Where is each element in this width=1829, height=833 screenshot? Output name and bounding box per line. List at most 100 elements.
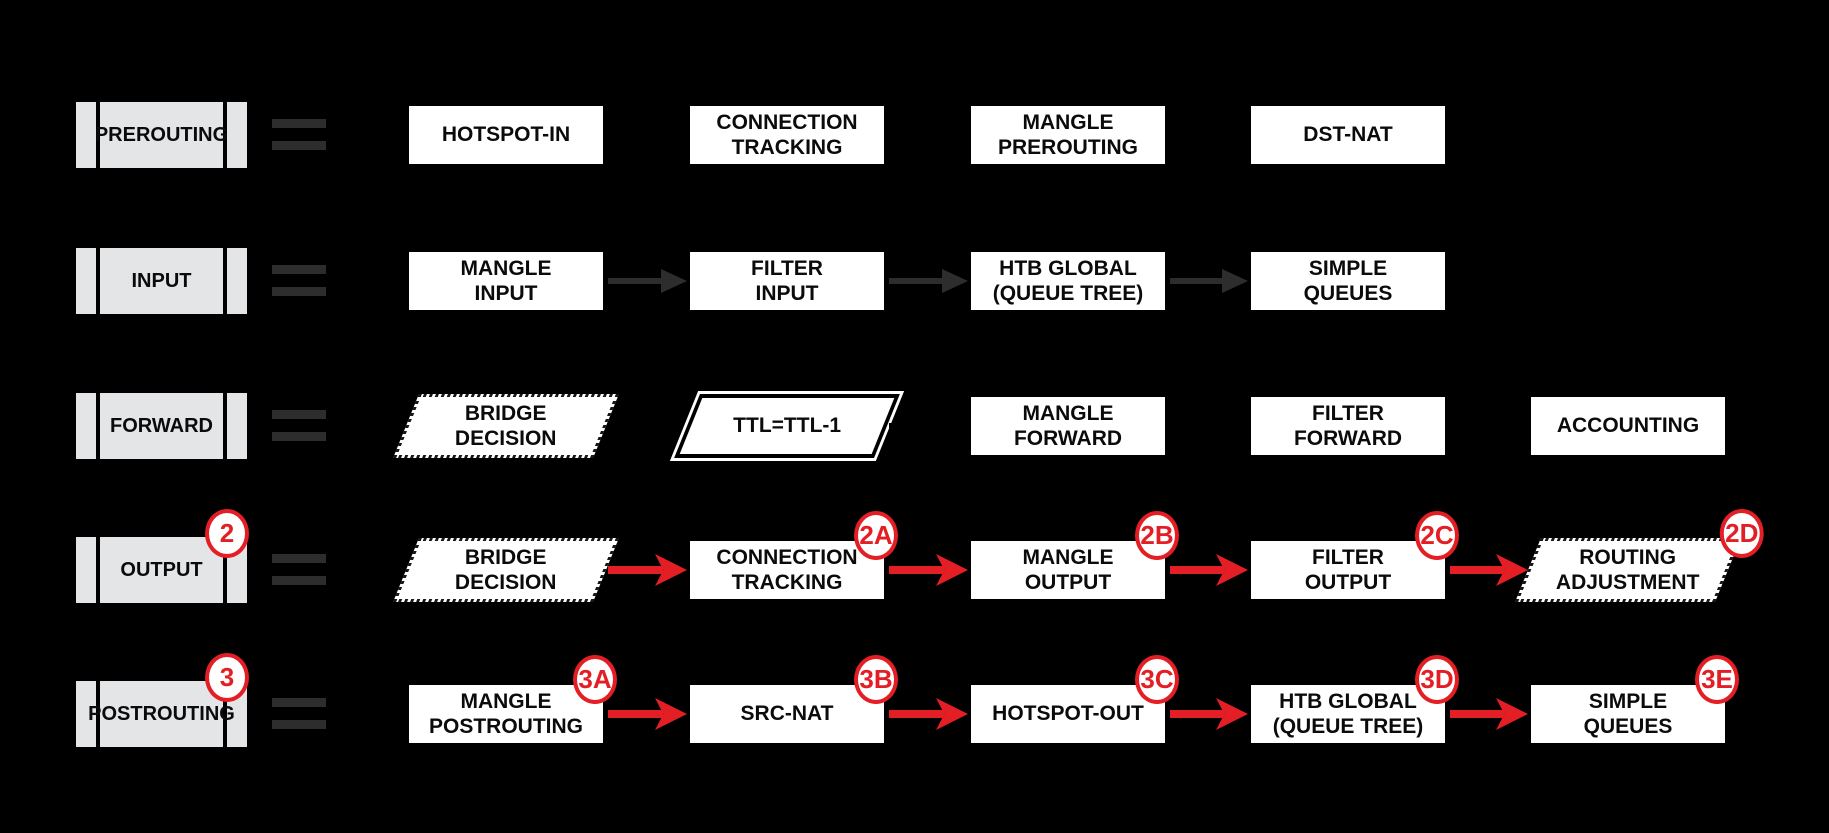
node-connection-tracking-output: CONNECTION TRACKING 2A [687,511,898,602]
arrow-shaft [889,566,944,574]
node-htb-global-postrouting: HTB GLOBAL (QUEUE TREE) 3D [1248,655,1459,746]
node-label: MANGLE INPUT [460,256,552,305]
arrow-shaft [1170,278,1228,284]
flow-arrow-hidden [889,410,968,442]
arrow-shaft [1450,710,1504,718]
arrow-shaft [889,710,944,718]
equals-bar [272,554,326,563]
chain-box-input: INPUT [73,245,250,317]
arrow-head [942,123,968,147]
node-mangle-output: MANGLE OUTPUT 2B [968,511,1179,602]
node-label: DST-NAT [1303,123,1393,147]
node-accounting: ACCOUNTING [1528,394,1728,458]
flow-arrow-dark [1170,265,1248,297]
arrow-shaft [1170,132,1228,138]
arrow-shaft [608,423,667,429]
flow-arrow-red [1170,698,1248,730]
equals-bar [272,576,326,585]
flow-arrow-dark [889,265,968,297]
arrow-head [1502,414,1528,438]
node-label: TTL=TTL-1 [733,414,841,438]
arrow-shaft [1450,423,1508,429]
chain-box-output: OUTPUT 2 [73,509,250,606]
node-label: HTB GLOBAL (QUEUE TREE) [1272,689,1424,738]
node-label: HOTSPOT-IN [441,123,571,147]
chain-label-forward: FORWARD [110,415,213,437]
arrow-head [1222,414,1248,438]
equals-bar [272,410,326,419]
flow-arrow-red [1450,698,1528,730]
arrow-shaft [608,710,663,718]
equals-bar [272,265,326,274]
node-label: FILTER INPUT [751,256,823,305]
equals-sign-input [272,265,326,296]
arrow-shaft [889,423,948,429]
arrow-head [661,269,687,293]
equals-bar [272,119,326,128]
step-badge-2c: 2C [1415,511,1459,560]
arrow-head [1222,123,1248,147]
node-filter-input: FILTER INPUT [687,249,887,313]
flow-arrow-red [608,554,687,586]
step-badge-2b: 2B [1135,511,1179,560]
flow-arrow-hidden [608,119,687,151]
arrow-head [661,123,687,147]
chain-box-postrouting: POSTROUTING 3 [73,653,250,750]
chain-label-output: OUTPUT [120,559,203,581]
flow-arrow-hidden [889,119,968,151]
node-routing-adjustment: ROUTING ADJUSTMENT 2D [1515,509,1764,602]
equals-bar [272,141,326,150]
node-src-nat: SRC-NAT 3B [687,655,898,746]
step-badge-2a: 2A [854,511,898,560]
chain-box-forward: FORWARD [73,390,250,462]
arrow-shaft [1450,566,1504,574]
step-badge-3e: 3E [1695,655,1739,704]
flow-arrow-red [608,698,687,730]
flow-arrow-red [889,554,968,586]
node-label: SIMPLE QUEUES [1583,689,1673,738]
node-mangle-prerouting: MANGLE PREROUTING [968,103,1168,167]
flow-arrow-dark [608,265,687,297]
step-badge-2: 2 [205,509,249,558]
node-label: BRIDGE DECISION [455,401,557,450]
node-dst-nat: DST-NAT [1248,103,1448,167]
node-label: SRC-NAT [740,702,834,726]
flow-arrow-red [1170,554,1248,586]
arrow-head [1222,269,1248,293]
node-label: CONNECTION TRACKING [716,110,858,159]
node-ttl-decrement: TTL=TTL-1 [670,391,904,461]
flow-arrow-red [1450,554,1528,586]
chain-label-input: INPUT [131,270,192,292]
equals-sign-prerouting [272,119,326,150]
chain-label-postrouting: POSTROUTING [88,703,235,725]
equals-sign-output [272,554,326,585]
node-simple-queues-input: SIMPLE QUEUES [1248,249,1448,313]
node-label: BRIDGE DECISION [455,545,557,594]
node-filter-forward: FILTER FORWARD [1248,394,1448,458]
arrow-head [942,269,968,293]
equals-bar [272,720,326,729]
node-hotspot-out: HOTSPOT-OUT 3C [968,655,1179,746]
step-badge-3: 3 [205,653,249,702]
node-bridge-decision-forward: BRIDGE DECISION [393,394,619,458]
step-badge-3c: 3C [1135,655,1179,704]
node-label: FILTER OUTPUT [1304,545,1392,594]
node-mangle-postrouting: MANGLE POSTROUTING 3A [406,655,617,746]
arrow-shaft [608,278,667,284]
node-label: FILTER FORWARD [1293,401,1403,450]
node-label: MANGLE OUTPUT [1022,545,1114,594]
step-badge-3b: 3B [854,655,898,704]
chain-box-prerouting: PREROUTING [73,99,250,171]
node-label: CONNECTION TRACKING [716,545,858,594]
equals-sign-forward [272,410,326,441]
node-label: ROUTING ADJUSTMENT [1556,545,1700,594]
step-badge-2d: 2D [1719,509,1764,558]
arrow-shaft [889,132,948,138]
flow-arrow-red [889,698,968,730]
flow-arrow-hidden [608,410,687,442]
flow-arrow-hidden [1170,119,1248,151]
node-label: SIMPLE QUEUES [1303,256,1393,305]
node-mangle-input: MANGLE INPUT [406,249,606,313]
node-label: MANGLE PREROUTING [997,110,1138,159]
node-hotspot-in: HOTSPOT-IN [406,103,606,167]
